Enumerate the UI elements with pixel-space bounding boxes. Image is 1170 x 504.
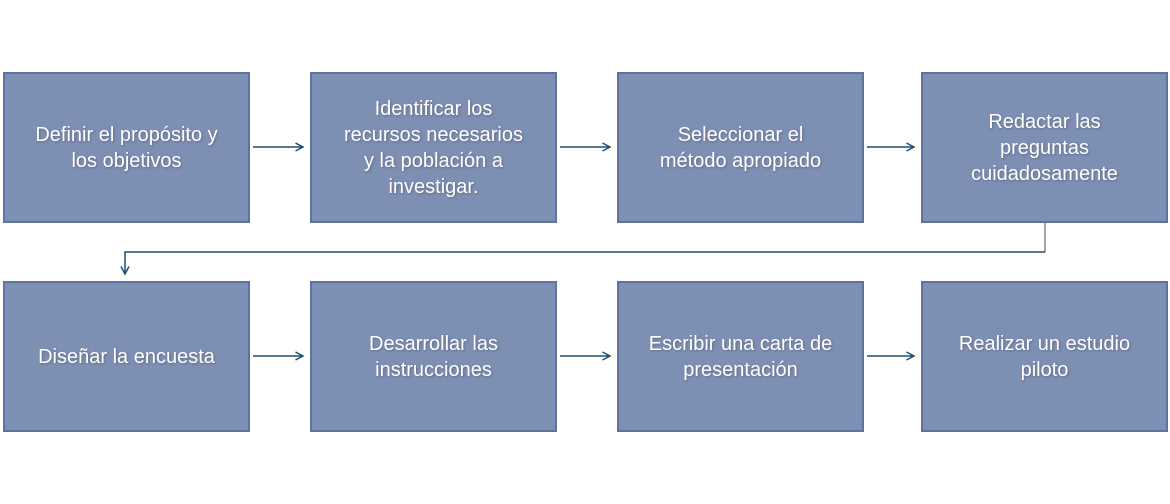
flow-step-label: Diseñar la encuesta [38,345,215,368]
flow-step-label: Definir el propósito y los objetivos [35,123,218,172]
flow-step-definir-proposito: Definir el propósito y los objetivos [3,72,250,223]
flow-step-identificar-recursos: Identificar los recursos necesarios y la… [310,72,557,223]
flow-step-label: Realizar un estudio piloto [958,332,1131,381]
flow-step-label: Redactar las preguntas cuidadosamente [971,110,1118,185]
flow-step-disenar-encuesta: Diseñar la encuesta [3,281,250,432]
flow-step-label: Seleccionar el método apropiado [659,123,822,172]
flow-step-seleccionar-metodo: Seleccionar el método apropiado [617,72,864,223]
flow-step-label: Escribir una carta de presentación [648,332,833,381]
flow-step-label: Identificar los recursos necesarios y la… [344,97,523,198]
flow-step-escribir-carta: Escribir una carta de presentación [617,281,864,432]
flow-step-desarrollar-instrucciones: Desarrollar las instrucciones [310,281,557,432]
flow-step-realizar-piloto: Realizar un estudio piloto [921,281,1168,432]
flow-step-redactar-preguntas: Redactar las preguntas cuidadosamente [921,72,1168,223]
flow-step-label: Desarrollar las instrucciones [369,332,498,381]
elbow-connector-arrow-down-icon [125,251,1045,274]
